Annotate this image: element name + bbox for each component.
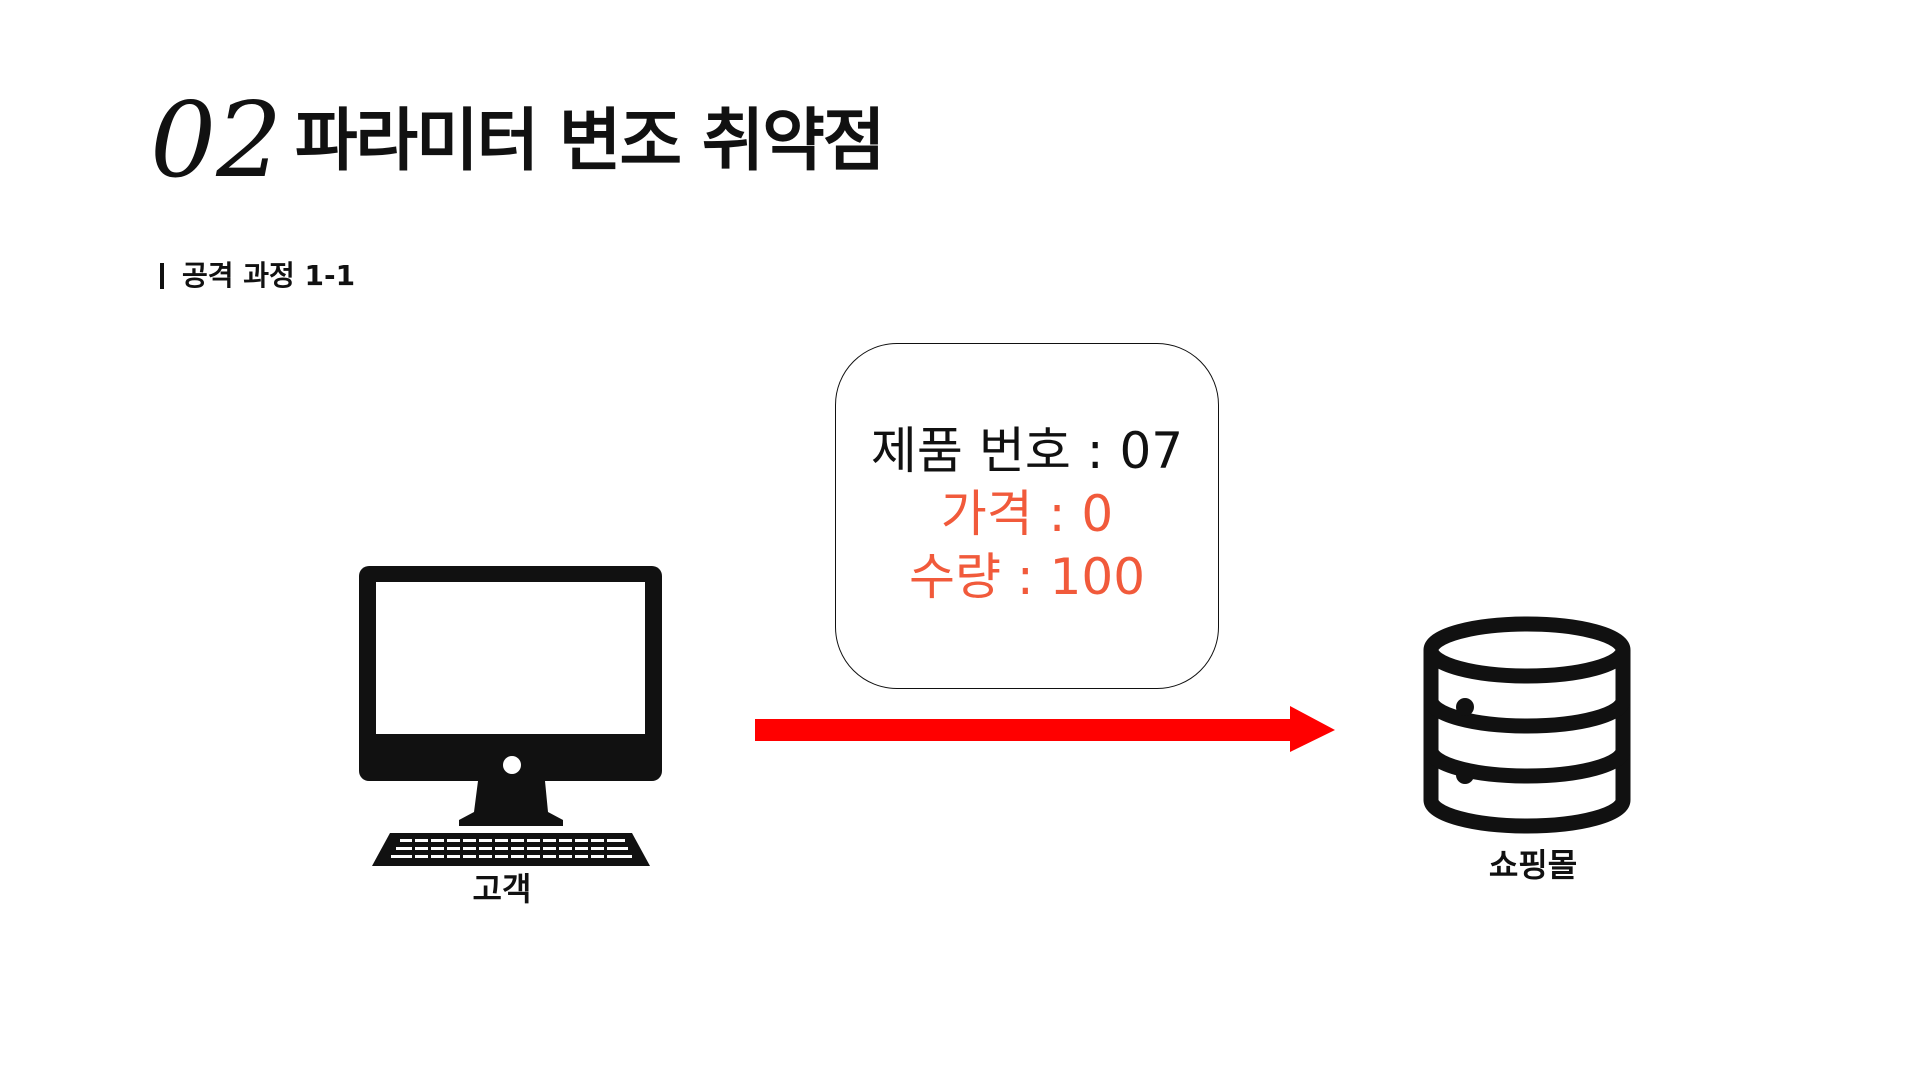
- param-price: 가격 : 0: [940, 485, 1114, 543]
- slide-number: 02: [150, 79, 283, 201]
- database-indicator-dots: [1456, 698, 1474, 784]
- slide-title: 파라미터 변조 취약점: [295, 102, 885, 181]
- request-parameters-list: 제품 번호 : 07 가격 : 0 수량 : 100: [836, 420, 1218, 609]
- param-product-number: 제품 번호 : 07: [870, 422, 1184, 480]
- subtitle: 공격 과정 1-1: [182, 259, 356, 292]
- request-parameters-box: 제품 번호 : 07 가격 : 0 수량 : 100: [835, 343, 1219, 689]
- desktop-computer-icon: [359, 566, 662, 866]
- client-label: 고객: [472, 870, 532, 908]
- param-quantity: 수량 : 100: [908, 548, 1146, 606]
- server-label: 쇼핑몰: [1488, 846, 1578, 884]
- request-arrow: [755, 706, 1335, 752]
- subtitle-marker: [160, 263, 164, 289]
- database-icon: [1423, 616, 1631, 834]
